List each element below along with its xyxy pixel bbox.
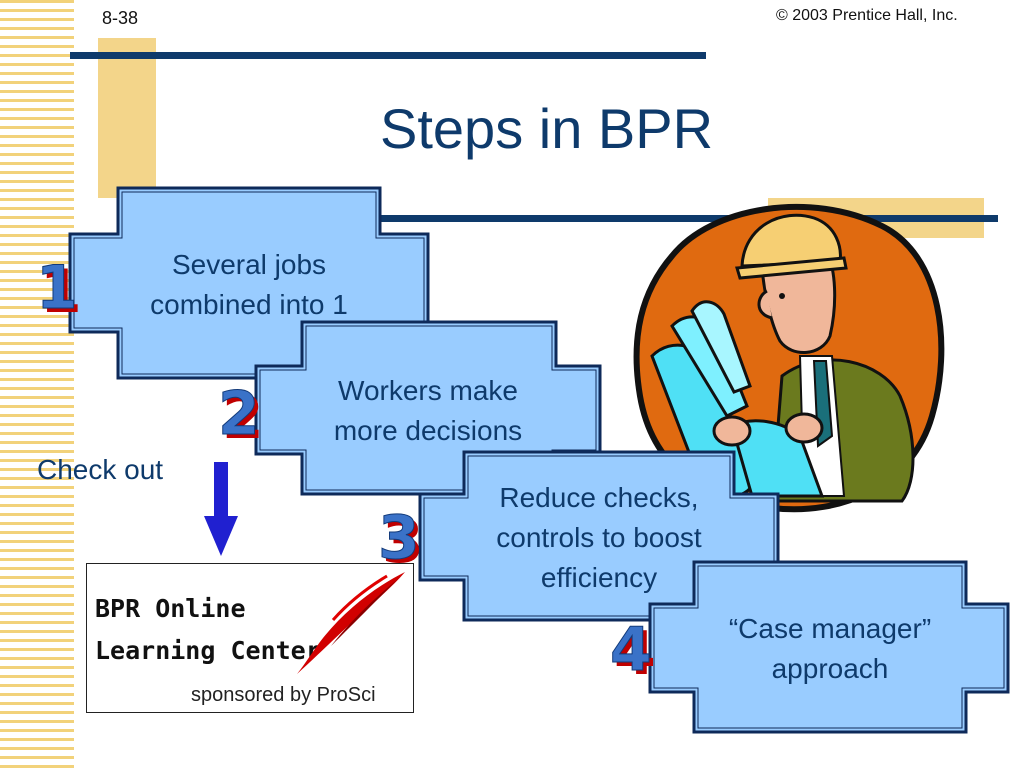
down-arrow-icon xyxy=(204,462,238,556)
copyright-text: © 2003 Prentice Hall, Inc. xyxy=(776,7,958,24)
slide-title: Steps in BPR xyxy=(380,97,714,160)
banner-sponsor: sponsored by ProSci xyxy=(191,684,376,706)
step-number-2: 2 2 xyxy=(218,379,264,453)
decorative-stripes xyxy=(0,0,74,768)
step-number-3: 3 3 xyxy=(378,503,424,577)
banner-line-1: BPR Online xyxy=(95,594,246,623)
step-3-text: Reduce checks, controls to boost efficie… xyxy=(496,482,702,593)
step-2-text: Workers make more decisions xyxy=(333,375,523,446)
step-4-text: “Case manager” approach xyxy=(728,613,932,684)
top-rule xyxy=(70,52,706,59)
middle-rule xyxy=(378,215,998,222)
step-1-text: Several jobs combined into 1 xyxy=(150,249,348,320)
bpr-online-banner[interactable]: BPR Online Learning Center sponsored by … xyxy=(86,563,414,713)
step-number-1: 1 1 xyxy=(36,253,82,327)
slide-number: 8-38 xyxy=(102,8,139,28)
engineer-clipart xyxy=(633,203,945,513)
banner-line-2: Learning Center xyxy=(95,636,321,665)
decorative-beige-block xyxy=(98,38,156,198)
check-out-label: Check out xyxy=(37,454,164,485)
red-swoosh-logo xyxy=(297,572,405,674)
step-number-4: 4 4 xyxy=(610,615,656,689)
